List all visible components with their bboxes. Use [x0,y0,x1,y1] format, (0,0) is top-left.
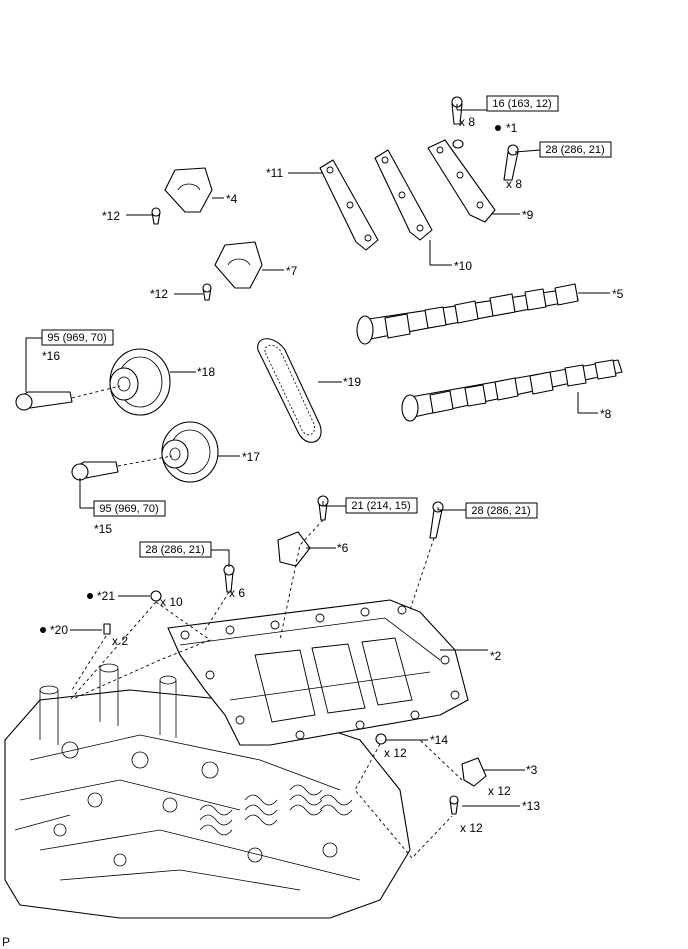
quantity-bracket-3: x 12 [488,784,511,798]
callout-18: *18 [197,365,215,379]
torque-spec-t5: 21 (214, 15) [351,500,410,512]
assembly-lines [69,385,463,859]
bolt-12b [202,283,212,301]
callout-15: *15 [94,522,112,536]
quantity-bolt-housing: x 6 [229,586,245,600]
plug-21 [150,590,162,602]
callout-2: *2 [490,649,502,663]
quantity-plug-21: x 10 [160,595,183,609]
torque-box-t1: 16 (163, 12) [486,95,559,112]
callout-6: *6 [337,541,349,555]
torque-box-t7: 28 (286, 21) [139,541,212,558]
callout-12b: *12 [150,287,168,301]
washer-1 [452,139,464,149]
quantity-stud-13: x 12 [460,821,483,835]
callout-14: *14 [430,733,448,747]
bracket-3 [461,757,487,787]
callout-13: *13 [522,799,540,813]
bolt-top-camcap [451,96,463,125]
camshaft-housing-frame [167,599,469,746]
callout-8: *8 [600,407,612,421]
camshaft-bearing-cap-10 [374,149,433,241]
torque-spec-t1: 16 (163, 12) [492,98,551,110]
torque-box-t4: 95 (969, 70) [93,500,166,517]
torque-box-t5: 21 (214, 15) [345,497,418,514]
legend-dot-20 [40,627,46,633]
cylinder-head-illustration [4,663,411,919]
callout-21: *21 [97,589,115,603]
torque-box-t6: 28 (286, 21) [465,502,538,519]
callout-3: *3 [526,763,538,777]
callout-9: *9 [522,208,534,222]
callout-5: *5 [612,287,624,301]
bolt-12a [151,207,161,225]
callout-20: *20 [50,623,68,637]
callout-16: *16 [42,349,60,363]
bolt-housing-28-left [223,564,235,593]
torque-spec-t3: 95 (969, 70) [47,332,106,344]
callout-19: *19 [343,375,361,389]
camshaft-cap-7 [214,241,263,289]
sensor-bracket-6 [277,531,311,567]
torque-spec-t2: 28 (286, 21) [545,144,604,156]
camshaft-upper [356,283,579,345]
torque-spec-t7: 28 (286, 21) [145,544,204,556]
timing-chain [257,338,322,443]
corner-mark: P [2,935,10,949]
plug-14 [375,733,387,745]
camshaft-lower [401,359,623,422]
quantity-dowel-20: x 2 [112,634,128,648]
quantity-plug-14: x 12 [384,746,407,760]
bolt-16 [15,391,73,411]
camshaft-bearing-cap-9 [427,139,496,223]
quantity-bolt-right: x 8 [506,177,522,191]
torque-box-t2: 28 (286, 21) [539,141,612,158]
callout-11: *11 [266,166,283,180]
torque-box-t3: 95 (969, 70) [41,329,114,346]
callout-7: *7 [286,264,298,278]
callout-10: *10 [454,259,472,273]
legend-dot-1 [495,125,501,131]
torque-spec-t4: 95 (969, 70) [99,503,158,515]
dowel-pin-20 [103,623,111,635]
bolt-right-camcap [503,144,519,181]
callout-12a: *12 [102,209,120,223]
camshaft-cap-4 [164,167,213,213]
camshaft-bearing-cap-11 [319,159,379,251]
leader-lines [25,104,610,807]
bolt-15 [71,461,119,481]
callout-4: *4 [226,192,238,206]
camshaft-timing-gear-17 [161,421,219,483]
bolt-housing-28-right [429,501,444,539]
callout-1: *1 [506,121,518,135]
callout-17: *17 [242,450,260,464]
stud-13 [449,795,459,815]
camshaft-timing-gear-18 [109,348,171,416]
bolt-housing-21 [317,495,329,521]
quantity-bolt-top: x 8 [459,115,475,129]
legend-dot-21 [87,593,93,599]
torque-spec-t6: 28 (286, 21) [471,505,530,517]
